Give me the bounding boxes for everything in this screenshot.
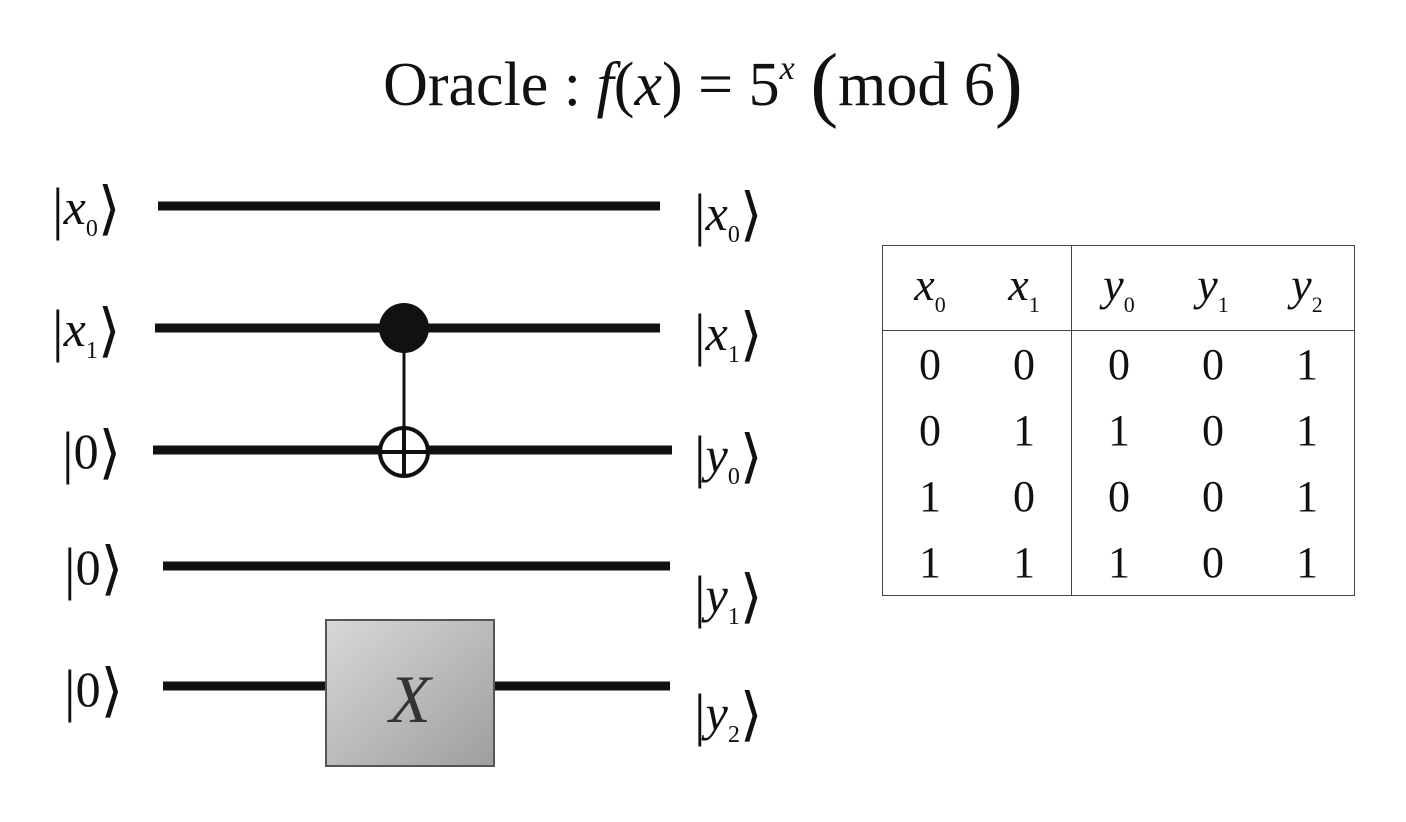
input-ket-x1: |x1⟩ bbox=[52, 298, 121, 364]
x-gate-box bbox=[325, 619, 495, 767]
truth-table: x0 x1 y0 y1 y2 0 0 0 0 1 0 1 1 0 1 1 0 0… bbox=[882, 245, 1355, 596]
title-arg-open: ( bbox=[613, 51, 635, 119]
table-cell: 1 bbox=[1108, 405, 1130, 455]
output-ket-x1: |x1⟩ bbox=[694, 302, 763, 368]
table-cell: 1 bbox=[1296, 537, 1318, 587]
table-cell: 0 bbox=[977, 463, 1072, 529]
table-cell: 1 bbox=[919, 537, 941, 587]
header-y2: y2 bbox=[1260, 245, 1355, 331]
title-exponent: x bbox=[779, 50, 795, 87]
output-ket-y1: |y1⟩ bbox=[694, 564, 763, 630]
cnot-control-dot bbox=[379, 303, 429, 353]
diagram-title: Oracle : f(x) = 5x (mod 6) bbox=[0, 42, 1406, 126]
x-gate-label: X bbox=[386, 661, 433, 737]
table-row: 1 0 0 0 1 bbox=[883, 463, 1355, 529]
input-ket-x0: |x0⟩ bbox=[52, 176, 121, 242]
table-cell: 1 bbox=[977, 397, 1072, 463]
table-row: 0 1 1 0 1 bbox=[883, 397, 1355, 463]
title-mod-text: mod 6 bbox=[838, 51, 995, 119]
title-func: f bbox=[596, 51, 614, 119]
table-cell: 0 bbox=[1202, 471, 1224, 521]
table-cell: 0 bbox=[1108, 339, 1130, 389]
title-prefix: Oracle : bbox=[383, 51, 597, 119]
output-ket-x0: |x0⟩ bbox=[694, 182, 763, 248]
title-mod-open: ( bbox=[810, 37, 839, 130]
table-cell: 1 bbox=[1108, 537, 1130, 587]
table-cell: 1 bbox=[919, 471, 941, 521]
table-row: 0 0 0 0 1 bbox=[883, 330, 1355, 397]
input-ket-ancilla-0: |0⟩ bbox=[62, 420, 122, 485]
header-x0: x0 bbox=[882, 245, 977, 331]
table-cell: 1 bbox=[1296, 339, 1318, 389]
table-cell: 1 bbox=[1296, 471, 1318, 521]
table-cell: 1 bbox=[977, 529, 1072, 596]
header-y0: y0 bbox=[1071, 245, 1166, 331]
header-y1: y1 bbox=[1166, 245, 1260, 331]
output-ket-y2: |y2⟩ bbox=[694, 682, 763, 748]
input-ket-ancilla-2: |0⟩ bbox=[64, 658, 124, 723]
table-cell: 0 bbox=[1108, 471, 1130, 521]
title-arg: x bbox=[634, 51, 662, 119]
table-cell: 0 bbox=[919, 405, 941, 455]
table-cell: 0 bbox=[1202, 405, 1224, 455]
title-eq: = 5 bbox=[682, 51, 780, 119]
table-cell: 0 bbox=[1202, 339, 1224, 389]
title-arg-close: ) bbox=[661, 51, 683, 119]
truth-table-header: x0 x1 y0 y1 y2 bbox=[882, 245, 1355, 331]
table-cell: 0 bbox=[1202, 537, 1224, 587]
table-row: 1 1 1 0 1 bbox=[883, 529, 1355, 596]
input-ket-ancilla-1: |0⟩ bbox=[64, 536, 124, 601]
table-cell: 1 bbox=[1296, 405, 1318, 455]
title-mod-close: ) bbox=[994, 37, 1023, 130]
header-x1: x1 bbox=[977, 245, 1072, 331]
table-cell: 0 bbox=[919, 339, 941, 389]
table-cell: 0 bbox=[977, 330, 1072, 397]
output-ket-y0: |y0⟩ bbox=[694, 424, 763, 490]
